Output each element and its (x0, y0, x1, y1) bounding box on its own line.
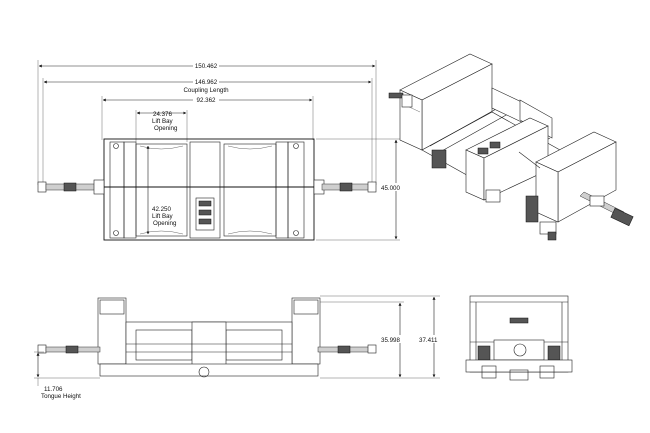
inner-width-text: 92.362 (197, 97, 216, 104)
coupling-length-label: Coupling Length (183, 87, 229, 94)
lift-bay-depth-value: 42.250 (152, 206, 171, 213)
top-view: 150.462 146.962 Coupling Length 92.362 2… (37, 60, 407, 241)
tongue-height-label: Tongue Height (41, 393, 81, 400)
front-view: 11.706 Tongue Height 35.998 37.411 (34, 295, 443, 400)
front-height-text: 35.998 (381, 337, 400, 344)
lift-bay-width-label-1: Lift Bay (152, 118, 174, 125)
lift-bay-width-value: 24.376 (153, 111, 172, 118)
lift-bay-depth-label-2: Opening (153, 220, 177, 227)
lift-bay-depth-label-1: Lift Bay (152, 213, 174, 220)
coupling-length-value: 146.962 (195, 79, 218, 86)
left-lift-bay (135, 143, 188, 237)
right-tongue (313, 179, 377, 195)
overall-width-text: 150.462 (195, 63, 218, 70)
left-tower (97, 297, 127, 365)
tongue-height-value: 11.706 (44, 386, 63, 393)
left-tongue (37, 179, 105, 195)
isometric-view (388, 53, 634, 241)
right-tower (291, 297, 321, 365)
overall-height-text: 37.411 (419, 337, 438, 344)
top-view-frame (103, 138, 315, 241)
overall-depth-text: 45.000 (381, 185, 400, 192)
front-right-tongue (317, 344, 377, 354)
front-left-tongue (37, 344, 101, 354)
side-view (465, 295, 573, 381)
lift-bay-width-label-2: Opening (154, 125, 178, 132)
right-lift-bay (223, 143, 277, 237)
